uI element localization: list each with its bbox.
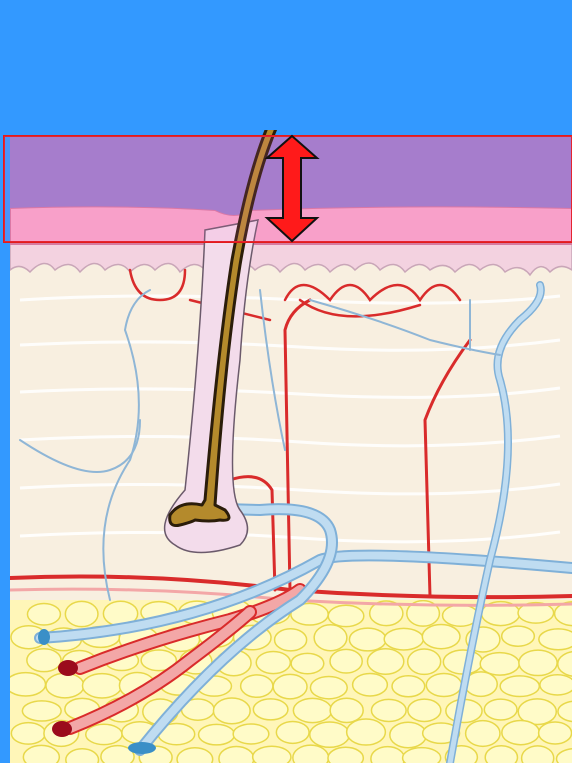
- fat-cell: [408, 649, 441, 674]
- fat-cell: [213, 698, 250, 724]
- fat-cell: [328, 605, 364, 626]
- fat-cell: [422, 625, 460, 649]
- fat-cell: [310, 722, 350, 747]
- fat-cell: [384, 628, 423, 650]
- dermis-layer: [10, 255, 572, 600]
- fat-cell: [539, 722, 572, 744]
- fat-cell: [310, 676, 347, 698]
- fat-cell: [233, 724, 269, 744]
- fat-cell: [253, 746, 291, 763]
- fat-cell: [82, 674, 121, 698]
- fat-cell: [443, 650, 482, 674]
- fat-cell: [22, 701, 61, 721]
- artery-end-1: [58, 660, 78, 676]
- fat-cell: [253, 699, 288, 720]
- fat-cell: [500, 676, 539, 697]
- fat-cell: [540, 675, 572, 695]
- nerve-end-2: [128, 742, 156, 754]
- fat-cell: [241, 675, 273, 697]
- fat-cell: [27, 649, 61, 672]
- fat-cell: [275, 629, 307, 651]
- fat-cell: [199, 724, 235, 745]
- fat-cell: [27, 604, 60, 625]
- fat-cell: [314, 625, 347, 651]
- nerve-end-1: [38, 629, 50, 645]
- fat-cell: [256, 651, 290, 673]
- fat-cell: [349, 628, 386, 651]
- fat-cell: [371, 699, 406, 721]
- fat-cell: [484, 699, 517, 720]
- fat-cell: [408, 699, 441, 721]
- fat-cell: [390, 722, 427, 747]
- fat-cell: [502, 626, 535, 646]
- fat-cell: [502, 720, 539, 744]
- fat-cell: [367, 649, 403, 674]
- fat-cell: [353, 673, 388, 696]
- fat-cell: [46, 673, 84, 698]
- fat-cell: [23, 745, 59, 763]
- fat-cell: [347, 719, 386, 745]
- fat-cell: [276, 721, 309, 743]
- fat-cell: [466, 721, 500, 747]
- fat-cell: [330, 698, 363, 722]
- fat-cell: [86, 724, 122, 744]
- fat-cell: [403, 748, 441, 763]
- fat-cell: [6, 673, 46, 696]
- fat-cell: [426, 673, 461, 696]
- fat-cell: [273, 674, 307, 698]
- fat-cell: [11, 723, 45, 744]
- fat-cell: [65, 601, 98, 626]
- artery-end-2: [52, 721, 72, 737]
- fat-cell: [291, 653, 324, 673]
- fat-cell: [485, 746, 517, 763]
- fat-cell: [539, 629, 572, 650]
- fat-cell: [330, 649, 362, 673]
- fat-cell: [328, 747, 363, 763]
- fat-cell: [392, 676, 425, 697]
- fat-cell: [519, 650, 557, 675]
- fat-cell: [293, 698, 331, 722]
